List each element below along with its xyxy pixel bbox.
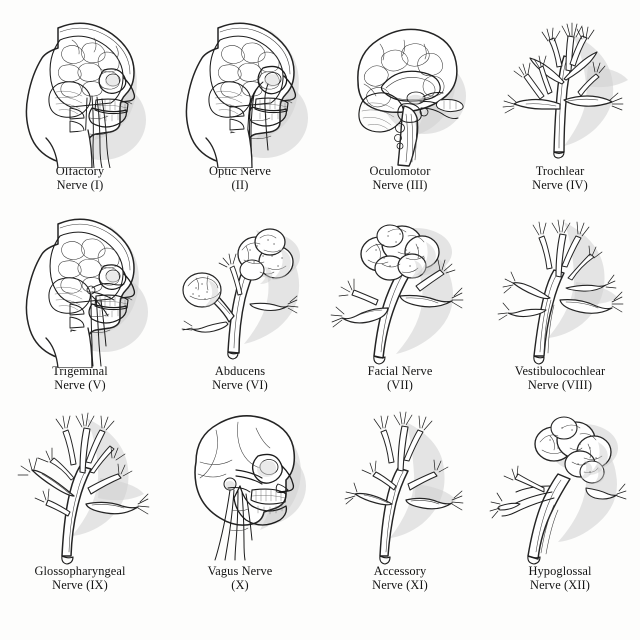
caption-trochlear-nerve: Trochlear Nerve (IV): [481, 164, 639, 193]
illustration-nerve-tree-lobed-mass: [320, 200, 480, 368]
caption-line-2: (VII): [387, 378, 413, 393]
caption-trigeminal-nerve: Trigeminal Nerve (V): [1, 364, 159, 393]
panel-facial-nerve[interactable]: Facial Nerve (VII): [320, 200, 480, 400]
caption-line-2: Nerve (IX): [52, 578, 108, 593]
caption-line-2: Nerve (XII): [530, 578, 590, 593]
caption-optic-nerve: Optic Nerve (II): [161, 164, 319, 193]
caption-line-1: Vestibulocochlear: [514, 364, 606, 378]
caption-line-2: Nerve (IV): [532, 178, 588, 193]
caption-line-2: (II): [231, 178, 249, 193]
caption-olfactory-nerve: Olfactory Nerve (I): [1, 164, 159, 193]
panel-olfactory-nerve[interactable]: Olfactory Nerve (I): [0, 0, 160, 200]
caption-line-1: Glossopharyngeal: [34, 564, 126, 578]
illustration-nerve-tree-trochlear: [480, 0, 640, 168]
panel-abducens-nerve[interactable]: Abducens Nerve (VI): [160, 200, 320, 400]
caption-line-2: Nerve (I): [56, 178, 104, 193]
caption-line-2: Nerve (VIII): [527, 378, 593, 393]
caption-line-1: Accessory: [373, 564, 427, 578]
caption-line-1: Abducens: [214, 364, 266, 378]
caption-oculomotor-nerve: Oculomotor Nerve (III): [321, 164, 479, 193]
caption-vestibulocochlear-nerve: Vestibulocochlear Nerve (VIII): [481, 364, 639, 393]
caption-line-2: (X): [231, 578, 249, 593]
panel-accessory-nerve[interactable]: Accessory Nerve (XI): [320, 400, 480, 600]
illustration-sagittal-head-3: [0, 200, 160, 368]
panel-vestibulocochlear-nerve[interactable]: Vestibulocochlear Nerve (VIII): [480, 200, 640, 400]
caption-accessory-nerve: Accessory Nerve (XI): [321, 564, 479, 593]
caption-hypoglossal-nerve: Hypoglossal Nerve (XII): [481, 564, 639, 593]
illustration-nerve-tree-two-bulbs: [160, 200, 320, 368]
illustration-nerve-tree-accessory: [320, 400, 480, 568]
caption-abducens-nerve: Abducens Nerve (VI): [161, 364, 319, 393]
caption-line-1: Trochlear: [535, 164, 585, 178]
caption-glossopharyngeal-nerve: Glossopharyngeal Nerve (IX): [1, 564, 159, 593]
caption-line-2: Nerve (VI): [212, 378, 268, 393]
caption-line-1: Oculomotor: [369, 164, 431, 178]
illustration-nerve-tree-vestibulocochlear: [480, 200, 640, 368]
panel-oculomotor-nerve[interactable]: Oculomotor Nerve (III): [320, 0, 480, 200]
caption-line-1: Hypoglossal: [528, 564, 592, 578]
panel-hypoglossal-nerve[interactable]: Hypoglossal Nerve (XII): [480, 400, 640, 600]
caption-line-1: Facial Nerve: [367, 364, 433, 378]
panel-vagus-nerve[interactable]: Vagus Nerve (X): [160, 400, 320, 600]
caption-line-2: Nerve (III): [372, 178, 428, 193]
panel-trochlear-nerve[interactable]: Trochlear Nerve (IV): [480, 0, 640, 200]
caption-line-2: Nerve (V): [54, 378, 106, 393]
illustration-sagittal-head-1: [0, 0, 160, 168]
panel-trigeminal-nerve[interactable]: Trigeminal Nerve (V): [0, 200, 160, 400]
caption-facial-nerve: Facial Nerve (VII): [321, 364, 479, 393]
illustration-nerve-bundle-lobed-mass: [480, 400, 640, 568]
illustration-midsagittal-brain: [320, 0, 480, 168]
caption-vagus-nerve: Vagus Nerve (X): [161, 564, 319, 593]
panel-glossopharyngeal-nerve[interactable]: Glossopharyngeal Nerve (IX): [0, 400, 160, 600]
illustration-sagittal-head-2: [160, 0, 320, 168]
caption-line-2: Nerve (XI): [372, 578, 428, 593]
caption-line-1: Vagus Nerve: [207, 564, 273, 578]
illustration-lateral-skull: [160, 400, 320, 568]
panel-optic-nerve[interactable]: Optic Nerve (II): [160, 0, 320, 200]
illustration-nerve-tree-glossopharyngeal: [0, 400, 160, 568]
